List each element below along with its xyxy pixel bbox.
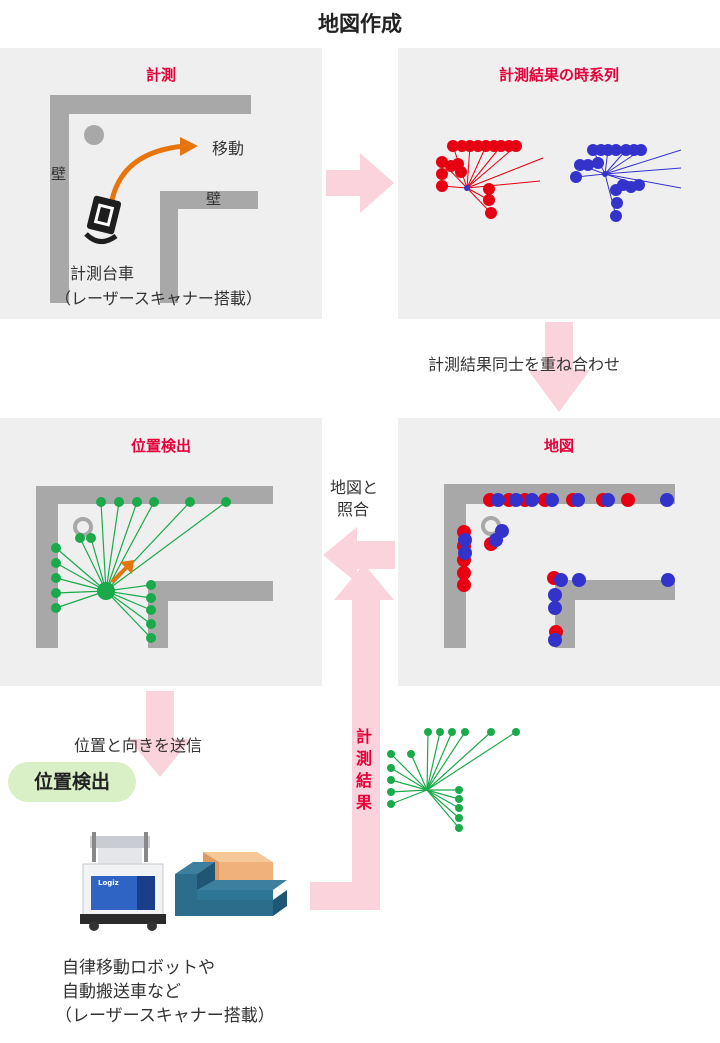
- position-scan-points: [51, 497, 231, 643]
- map-red-points: [457, 493, 635, 639]
- timeseries-scans: [436, 140, 682, 222]
- cart-label: 計測台車: [70, 264, 135, 283]
- robot-label-1: 自律移動ロボットや: [62, 958, 215, 978]
- robot-label-2: 自動搬送車など: [62, 982, 181, 1002]
- move-arrowhead: [180, 137, 198, 156]
- panel-measure-title: 計測: [145, 66, 176, 84]
- measure-scene: [50, 95, 258, 303]
- position-detect-badge: 位置検出: [8, 762, 136, 802]
- panel-position: 位置検出: [0, 418, 322, 686]
- match-label-2: 照合: [337, 500, 370, 519]
- robot-label-3: （レーザースキャナー搭載）: [55, 1006, 275, 1026]
- panel-timeseries: 計測結果の時系列: [398, 48, 720, 319]
- arrow-send: [129, 691, 191, 777]
- position-robot: [97, 582, 115, 600]
- panel-map: 地図: [398, 418, 720, 686]
- move-arrow: [109, 143, 185, 201]
- wall-inner-top: [160, 191, 258, 209]
- panel-map-title: 地図: [543, 437, 574, 455]
- overlay-label: 計測結果同士を重ね合わせ: [428, 355, 621, 374]
- obstacle-pole: [84, 125, 104, 145]
- wall-inner-left: [160, 191, 178, 303]
- amr-robot-image: [80, 832, 166, 931]
- wall-left: [50, 95, 69, 303]
- wall-label-inner: 壁: [206, 190, 222, 208]
- panel-timeseries-title: 計測結果の時系列: [498, 66, 619, 84]
- arrow-to-timeseries: [326, 153, 394, 213]
- map-blue-points: [458, 493, 675, 647]
- red-points: [436, 140, 522, 219]
- blue-points: [570, 144, 647, 222]
- match-label-1: 地図と: [330, 478, 379, 497]
- wall-label-left: 壁: [51, 165, 67, 183]
- arrow-result: [310, 564, 394, 910]
- wall-top: [50, 95, 251, 114]
- cart-sub-label: （レーザースキャナー搭載）: [55, 289, 262, 308]
- cart-icon: [86, 195, 122, 235]
- page-title: 地図作成: [318, 12, 402, 36]
- red-scanner-origin: [464, 185, 470, 191]
- result-label: 計測結果: [355, 727, 372, 812]
- blue-scanner-origin: [602, 171, 608, 177]
- send-label: 位置と向きを送信: [74, 736, 203, 755]
- arrow-down-overlay: [528, 322, 590, 412]
- move-label: 移動: [212, 139, 245, 158]
- panel-position-title: 位置検出: [130, 437, 191, 455]
- live-scan: [387, 728, 520, 832]
- agv-truck-image: [175, 852, 287, 916]
- heading-arrow: [110, 566, 128, 584]
- position-scene: [36, 486, 273, 648]
- position-scan-lines: [55, 501, 227, 639]
- map-scene: [444, 484, 675, 648]
- cart-scanner: [84, 232, 118, 244]
- heading-arrowhead: [120, 560, 134, 574]
- arrow-match: [323, 527, 395, 583]
- robot-brand: Logiz: [98, 879, 119, 887]
- panel-measure: 計測 壁 壁 移動 計測台車 （レーザースキャナー搭載）: [0, 48, 322, 319]
